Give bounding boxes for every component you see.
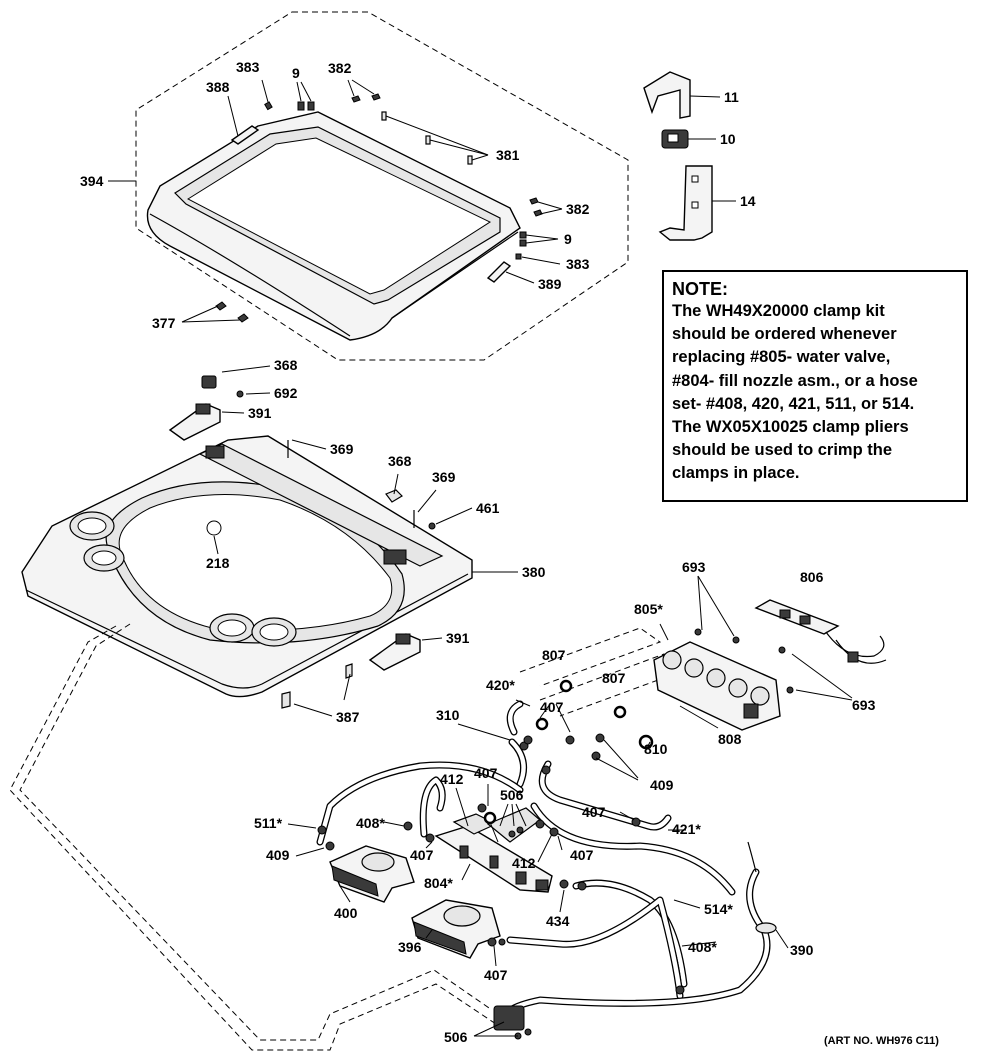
hose-310 — [508, 738, 528, 788]
dispenser-396 — [411, 899, 501, 959]
callout-434: 434 — [546, 913, 570, 929]
callout-387: 387 — [336, 709, 360, 725]
callout-368b: 368 — [388, 453, 412, 469]
callout-461: 461 — [476, 500, 500, 516]
callout-400: 400 — [334, 905, 358, 921]
hose-420 — [506, 700, 524, 736]
note-line: The WH49X20000 clamp kit — [672, 302, 885, 320]
note-line: replacing #805- water valve, — [672, 348, 891, 367]
callout-808: 808 — [718, 731, 742, 747]
callout-9b: 9 — [564, 231, 572, 247]
cover-hardware — [168, 375, 436, 709]
note-title: NOTE: — [672, 279, 728, 299]
callout-506b: 506 — [444, 1029, 468, 1045]
callout-421: 421* — [672, 821, 701, 837]
note-line: should be used to crimp the — [672, 441, 893, 460]
callout-408b: 408* — [688, 939, 717, 955]
clamps — [317, 679, 685, 1040]
callout-11: 11 — [724, 89, 739, 105]
callout-804: 804* — [424, 875, 453, 891]
callout-391a: 391 — [248, 405, 272, 421]
callout-380: 380 — [522, 564, 546, 580]
hose-408-lower — [506, 896, 684, 1000]
callout-412b: 412 — [512, 855, 536, 871]
callout-514: 514* — [704, 901, 733, 917]
art-number: (ART NO. WH976 C11) — [824, 1035, 939, 1047]
callout-389: 389 — [538, 276, 562, 292]
assembly-dashed-path — [19, 623, 493, 1041]
callout-692: 692 — [274, 385, 298, 401]
callout-14: 14 — [740, 193, 756, 209]
valve-dashed-link — [519, 627, 662, 687]
callout-409a: 409 — [650, 777, 674, 793]
note-line: should be ordered whenever — [672, 325, 897, 344]
callout-218: 218 — [206, 555, 230, 571]
callout-807b: 807 — [602, 670, 626, 686]
callout-407c: 407 — [410, 847, 434, 863]
note-line: clamps in place. — [672, 464, 800, 483]
callout-10: 10 — [720, 131, 736, 147]
callout-506a: 506 — [500, 787, 524, 803]
callout-382b: 382 — [566, 201, 590, 217]
callout-408a: 408* — [356, 815, 385, 831]
dispenser-400 — [329, 845, 415, 903]
callout-310: 310 — [436, 707, 460, 723]
callout-407a: 407 — [540, 699, 564, 715]
callout-9a: 9 — [292, 65, 300, 81]
callout-511: 511* — [254, 815, 283, 831]
callout-807a: 807 — [542, 647, 566, 663]
lid-assembly — [146, 111, 521, 341]
hose-514 — [530, 802, 736, 988]
hose-408-upper — [419, 776, 446, 838]
hose-511 — [316, 761, 524, 846]
note-body: The WH49X20000 clamp kit should be order… — [672, 300, 958, 486]
part-cover-11 — [643, 71, 691, 119]
callout-368a: 368 — [274, 357, 298, 373]
callout-383b: 383 — [566, 256, 590, 272]
callout-390: 390 — [790, 942, 814, 958]
callout-412a: 412 — [440, 771, 464, 787]
callout-806: 806 — [800, 569, 824, 585]
part-switch-10 — [661, 129, 689, 149]
callout-382a: 382 — [328, 60, 352, 76]
water-valve-assembly — [653, 628, 794, 731]
callout-388: 388 — [206, 79, 230, 95]
lid-group-boundary — [135, 11, 629, 361]
callout-407e: 407 — [570, 847, 594, 863]
hose-390 — [500, 841, 777, 1020]
note-line: set- #408, 420, 421, 511, or 514. — [672, 394, 915, 413]
note-line: #804- fill nozzle asm., or a hose — [672, 371, 918, 390]
lid-hardware — [215, 93, 543, 323]
callout-394: 394 — [80, 173, 104, 189]
callout-805: 805* — [634, 601, 663, 617]
callout-693b: 693 — [852, 697, 876, 713]
assembly-dashed-path-2 — [9, 625, 497, 1051]
part-bracket-14 — [658, 165, 713, 241]
top-cover — [21, 435, 473, 698]
callout-407f: 407 — [484, 967, 508, 983]
callout-420: 420* — [486, 677, 515, 693]
callout-377: 377 — [152, 315, 176, 331]
callout-381: 381 — [496, 147, 520, 163]
callout-391b: 391 — [446, 630, 470, 646]
wire-harness — [754, 599, 887, 664]
note-box: NOTE: The WH49X20000 clamp kit should be… — [662, 270, 968, 502]
callout-383a: 383 — [236, 59, 260, 75]
callout-369b: 369 — [432, 469, 456, 485]
callout-407b: 407 — [474, 765, 498, 781]
callout-labels: 383 9 382 388 394 381 382 9 383 389 377 … — [80, 59, 939, 1047]
callout-409b: 409 — [266, 847, 290, 863]
hose-421 — [538, 760, 672, 831]
callout-810: 810 — [644, 741, 668, 757]
callout-369a: 369 — [330, 441, 354, 457]
callout-396: 396 — [398, 939, 422, 955]
callout-693a: 693 — [682, 559, 706, 575]
leader-lines — [108, 79, 853, 1037]
callout-407d: 407 — [582, 804, 606, 820]
note-line: The WX05X10025 clamp pliers — [672, 418, 909, 437]
